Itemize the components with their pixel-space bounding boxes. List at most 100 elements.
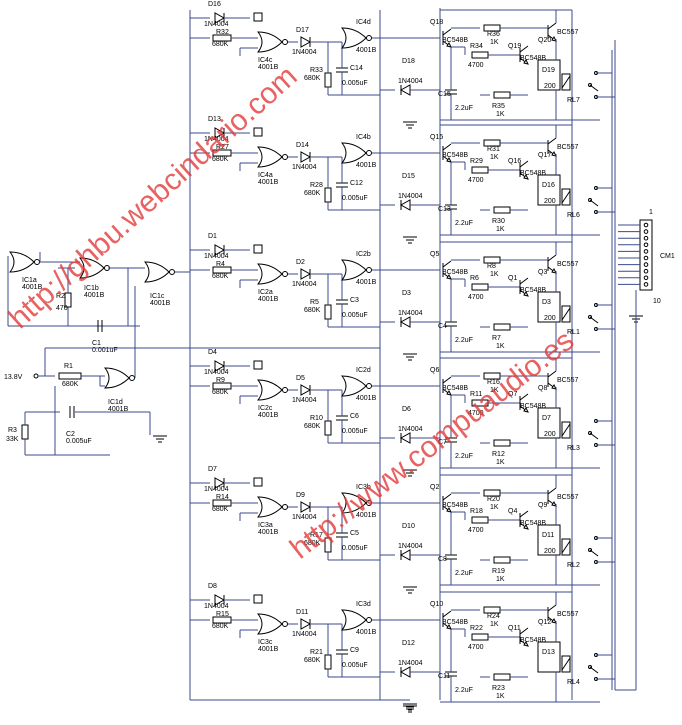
cap-label: C1 — [92, 340, 101, 347]
gate-label: IC3b — [356, 484, 371, 491]
resistor-value: 200 — [544, 431, 556, 438]
bus-wires — [189, 8, 616, 713]
transistor-label: Q11 — [508, 625, 521, 632]
resistor-label: R20 — [487, 496, 500, 503]
resistor-value: 33K — [6, 436, 19, 443]
resistor-label: R4 — [216, 261, 225, 268]
resistor-value: 4700 — [468, 644, 484, 651]
cap-label: C8 — [438, 556, 447, 563]
transistor-type: BC548B — [442, 269, 468, 276]
transistor-type: BC548B — [442, 502, 468, 509]
diode-type: 1N4004 — [204, 486, 229, 493]
diode-label: D4 — [208, 349, 217, 356]
transistor-type: BC548B — [442, 385, 468, 392]
relay-label: RL1 — [567, 329, 580, 336]
diode-label: D18 — [402, 58, 415, 65]
resistor-label: R8 — [487, 263, 496, 270]
gate-label: IC3c — [258, 639, 273, 646]
cap-label: C6 — [350, 413, 359, 420]
transistor-type: BC548B — [520, 55, 546, 62]
cap-label: C4 — [438, 323, 447, 330]
diode-type: 1N4004 — [398, 193, 423, 200]
transistor-label: Q17 — [538, 152, 551, 159]
resistor-label: R5 — [310, 299, 319, 306]
transistor-label: Q10 — [430, 601, 443, 608]
resistor-label: R7 — [492, 335, 501, 342]
resistor-value: 680K — [304, 657, 321, 664]
resistor-label: R24 — [487, 613, 500, 620]
resistor-label: R32 — [216, 29, 229, 36]
resistor-value: 1K — [490, 154, 499, 161]
gate-label: IC1d — [108, 399, 123, 406]
resistor-label: R18 — [470, 508, 483, 515]
resistor-value: 1K — [496, 343, 505, 350]
diode-type: 1N4004 — [204, 369, 229, 376]
gate-type: 4001B — [356, 629, 377, 636]
resistor-value: 1K — [496, 576, 505, 583]
diode-type: 1N4004 — [398, 78, 423, 85]
resistor-label: R33 — [310, 67, 323, 74]
cap-value: 2.2uF — [455, 337, 473, 344]
diode-type: 1N4004 — [292, 49, 317, 56]
resistor-label: R14 — [216, 494, 229, 501]
transistor-type: BC548B — [520, 403, 546, 410]
transistor-type: BC557 — [557, 29, 579, 36]
cap-value: 2.2uF — [455, 105, 473, 112]
connector-label: CM1 — [660, 253, 675, 260]
resistor-label: R29 — [470, 158, 483, 165]
resistor-value: 1K — [496, 693, 505, 700]
gate-type: 4001B — [258, 646, 279, 653]
diode-label: D9 — [296, 492, 305, 499]
resistor-value: 680K — [304, 423, 321, 430]
cap-value: 0.005uF — [342, 80, 368, 87]
transistor-label: Q9 — [538, 502, 547, 509]
diode-label: D13 — [208, 116, 221, 123]
gate-type: 4001B — [258, 412, 279, 419]
gate-type: 4001B — [356, 279, 377, 286]
transistor-label: Q20 — [538, 37, 551, 44]
diode-label: D6 — [402, 406, 411, 413]
resistor-label: R35 — [492, 103, 505, 110]
resistor-label: R36 — [487, 31, 500, 38]
resistor-value: 4700 — [468, 62, 484, 69]
transistor-label: Q12 — [538, 619, 551, 626]
cap-label: C12 — [350, 180, 363, 187]
cap-label: C11 — [438, 673, 450, 680]
cap-value: 0.005uF — [342, 312, 368, 319]
transistor-type: BC557 — [557, 144, 579, 151]
resistor-value: 1K — [490, 271, 499, 278]
gate-label: IC1a — [22, 277, 37, 284]
gate-label: IC3a — [258, 522, 273, 529]
gate-type: 4001B — [108, 406, 129, 413]
resistor-value: 680K — [62, 381, 79, 388]
gate-label: IC1b — [84, 285, 99, 292]
resistor-value: 680K — [212, 506, 229, 513]
resistor-label: R28 — [310, 182, 323, 189]
cap-label: C9 — [350, 647, 359, 654]
gate-type: 4001B — [258, 179, 279, 186]
diode-type: 1N4004 — [204, 603, 229, 610]
gate-label: IC2d — [356, 367, 371, 374]
diode-label: D19 — [542, 67, 555, 74]
resistor-value: 680K — [212, 389, 229, 396]
diode-label: D3 — [402, 290, 411, 297]
diode-label: D3 — [542, 299, 551, 306]
cap-value: 2.2uF — [455, 687, 473, 694]
resistor-label: R22 — [470, 625, 483, 632]
diode-label: D8 — [208, 583, 217, 590]
relay-label: RL6 — [567, 212, 580, 219]
connector-pin-first: 1 — [649, 209, 653, 216]
resistor-label: R2 — [56, 293, 65, 300]
cap-value: 0.005uF — [342, 428, 368, 435]
diode-type: 1N4004 — [398, 426, 423, 433]
cap-label: C15 — [438, 91, 451, 98]
relay-label: RL7 — [567, 97, 580, 104]
gate-label: IC4c — [258, 57, 273, 64]
resistor-label: R6 — [470, 275, 479, 282]
gate-label: IC4b — [356, 134, 371, 141]
relay-label: RL2 — [567, 562, 580, 569]
gate-type: 4001B — [258, 64, 279, 71]
transistor-label: Q1 — [508, 275, 517, 282]
diode-label: D17 — [296, 27, 309, 34]
diode-type: 1N4004 — [292, 397, 317, 404]
